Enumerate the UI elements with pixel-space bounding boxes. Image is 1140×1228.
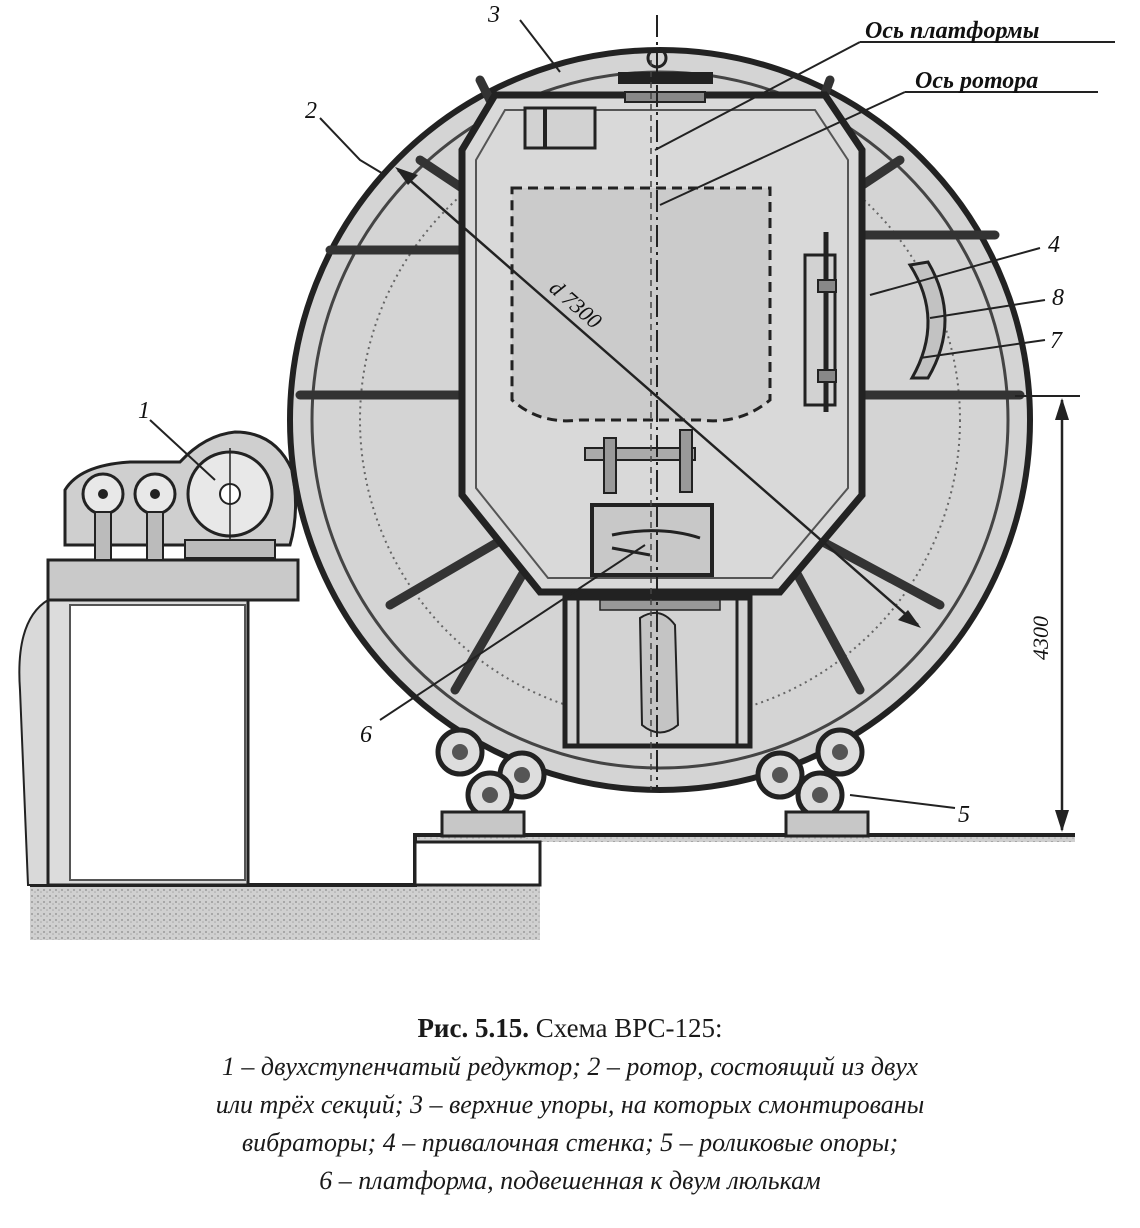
label-7: 7 (1050, 328, 1063, 354)
caption-number: Рис. 5.15. (417, 1013, 529, 1043)
product-form (510, 186, 772, 423)
roller-support-right (755, 727, 870, 838)
leader-lines (149, 19, 1115, 809)
caption-line: или трёх секций; 3 – верхние упоры, на к… (215, 1090, 925, 1119)
caption-line: 1 – двухступенчатый редуктор; 2 – ротор,… (221, 1052, 919, 1081)
caption-title: Рис. 5.15. Схема ВРС-125: (0, 1008, 1140, 1048)
caption-line: вибраторы; 4 – привалочная стенка; 5 – р… (241, 1128, 899, 1157)
label-8: 8 (1052, 285, 1064, 311)
caption-line: 6 – платформа, подвешенная к двум люлька… (319, 1166, 821, 1195)
gearbox (63, 430, 298, 561)
label-4: 4 (1048, 232, 1060, 258)
attachment-wall (803, 232, 837, 412)
platform-axis-label: Ось платформы (865, 18, 1039, 44)
roller-supports (435, 727, 870, 838)
platform (584, 429, 714, 577)
label-2: 2 (305, 98, 317, 124)
curved-guide (907, 260, 947, 380)
height-dimension: 4300 (1015, 395, 1080, 832)
foundation-block (18, 558, 300, 887)
top-supports (523, 47, 713, 150)
label-6: 6 (360, 722, 372, 748)
vrs-125-diagram: d 7300 4300 1 2 3 4 5 6 7 8 Ось платформ… (18, 2, 1115, 940)
label-1: 1 (138, 398, 150, 424)
label-3: 3 (487, 2, 500, 28)
label-5: 5 (958, 802, 970, 828)
height-label: 4300 (1028, 616, 1053, 660)
figure-caption: Рис. 5.15. Схема ВРС-125: 1 – двухступен… (0, 1008, 1140, 1200)
axes (650, 15, 658, 790)
caption-title-text: Схема ВРС-125: (535, 1013, 723, 1043)
roller-support-left (435, 727, 547, 838)
rotor-axis-label: Ось ротора (915, 68, 1038, 94)
